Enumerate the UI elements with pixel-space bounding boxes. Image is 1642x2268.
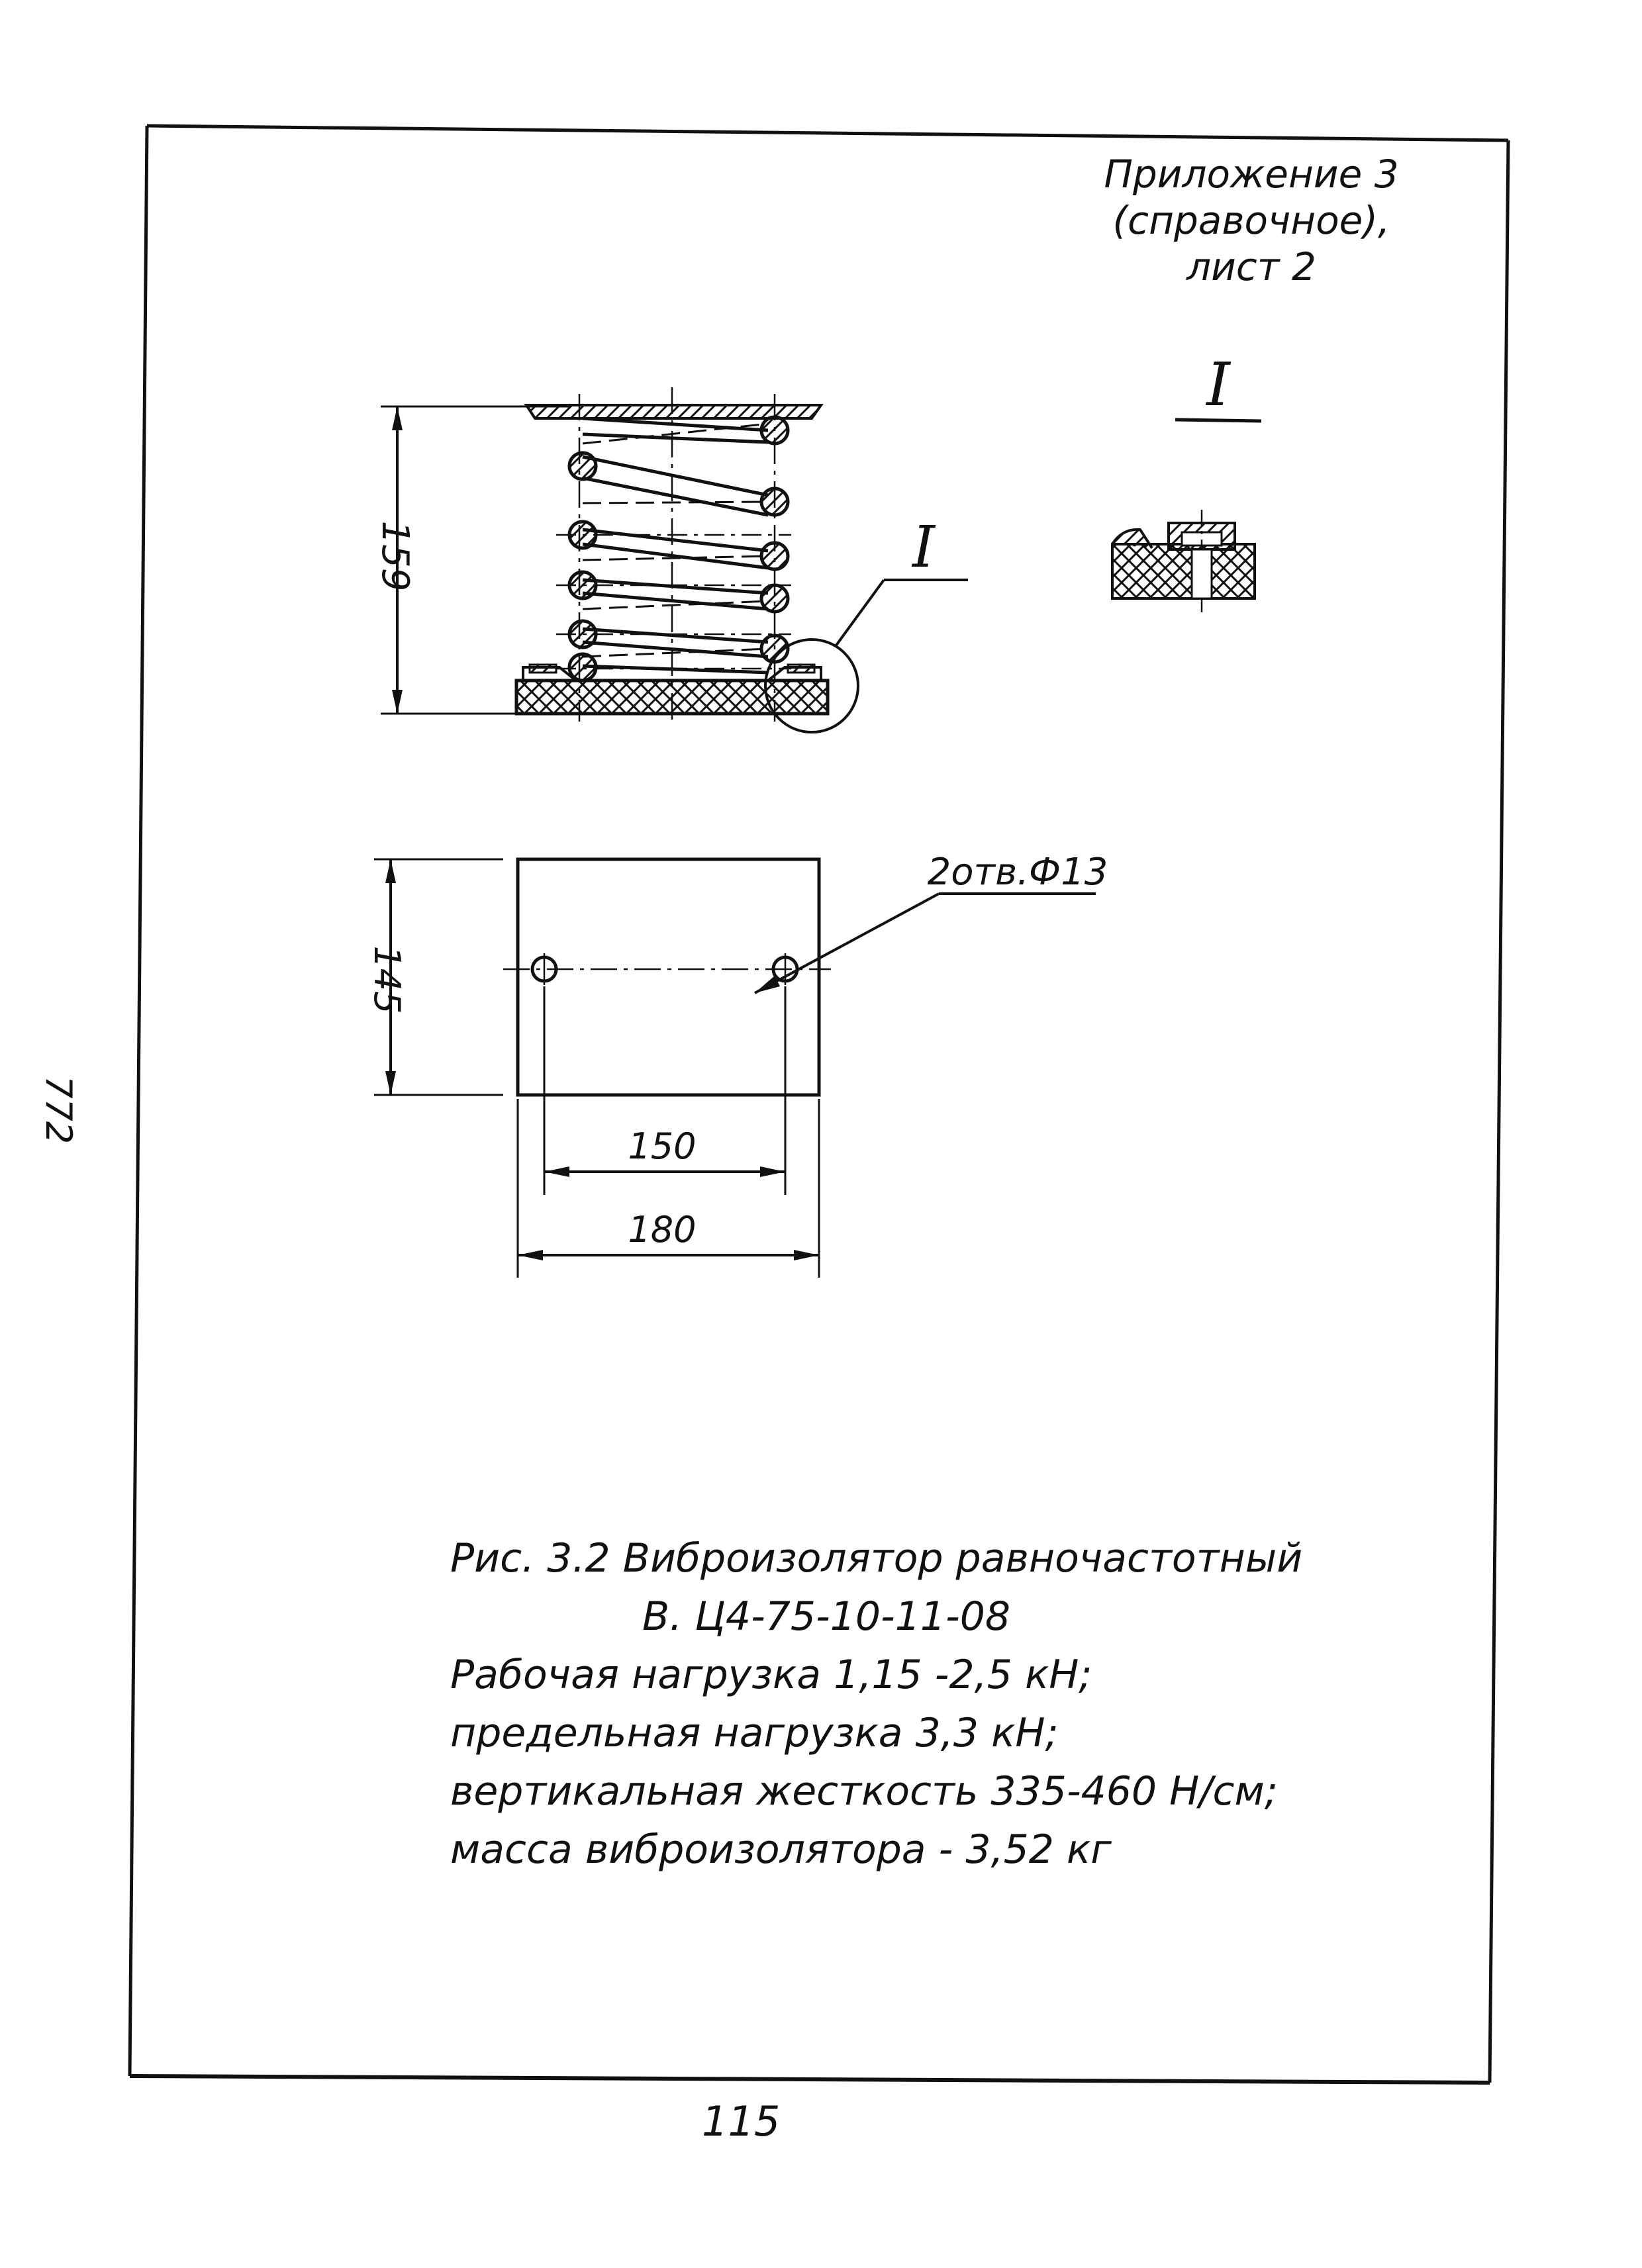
limit-load: предельная нагрузка 3,3 кН; (450, 1710, 1059, 1756)
svg-text:180: 180 (628, 1209, 696, 1251)
svg-text:145: 145 (366, 945, 408, 1014)
sheet-number: лист 2 (1186, 244, 1316, 289)
detail-view (1111, 510, 1256, 612)
side-mark: 772 (38, 1076, 79, 1145)
model-designation: В. Ц4-75-10-11-08 (642, 1593, 1011, 1640)
working-load: Рабочая нагрузка 1,15 -2,5 кН; (450, 1652, 1092, 1698)
coil-sections-right (759, 415, 790, 664)
vertical-stiffness: вертикальная жесткость 335-460 Н/см; (450, 1768, 1278, 1815)
hole-spacing-dimension: 150 (543, 986, 787, 1195)
sheet-frame (128, 124, 1510, 2085)
svg-text:159: 159 (373, 521, 416, 592)
detail-view-label: I (1175, 350, 1262, 423)
isolator-mass: масса виброизолятора - 3,52 кг (450, 1826, 1112, 1873)
appendix-type: (справочное), (1112, 198, 1390, 243)
spring-mount-elevation: I (514, 387, 968, 733)
svg-text:I: I (911, 514, 936, 581)
page-number: 115 (702, 2097, 781, 2146)
svg-text:I: I (1205, 350, 1231, 420)
height-dimension: 159 (373, 405, 569, 715)
appendix-number: Приложение 3 (1104, 152, 1399, 197)
plate-length-dimension: 180 (516, 1099, 820, 1278)
appendix-heading: Приложение 3 (справочное), лист 2 (1079, 151, 1424, 290)
svg-text:2отв.Ф13: 2отв.Ф13 (928, 851, 1108, 894)
plate-width-dimension: 145 (366, 858, 503, 1096)
figure-title: Рис. 3.2 Виброизолятор равночастотный (450, 1535, 1303, 1582)
mounting-hole-left (530, 955, 558, 983)
svg-text:150: 150 (628, 1125, 696, 1167)
plan-view: 2отв.Ф13 (503, 851, 1108, 1097)
figure-caption: Рис. 3.2 Виброизолятор равночастотный В.… (450, 1529, 1302, 1879)
coil-sections-left (567, 451, 598, 683)
